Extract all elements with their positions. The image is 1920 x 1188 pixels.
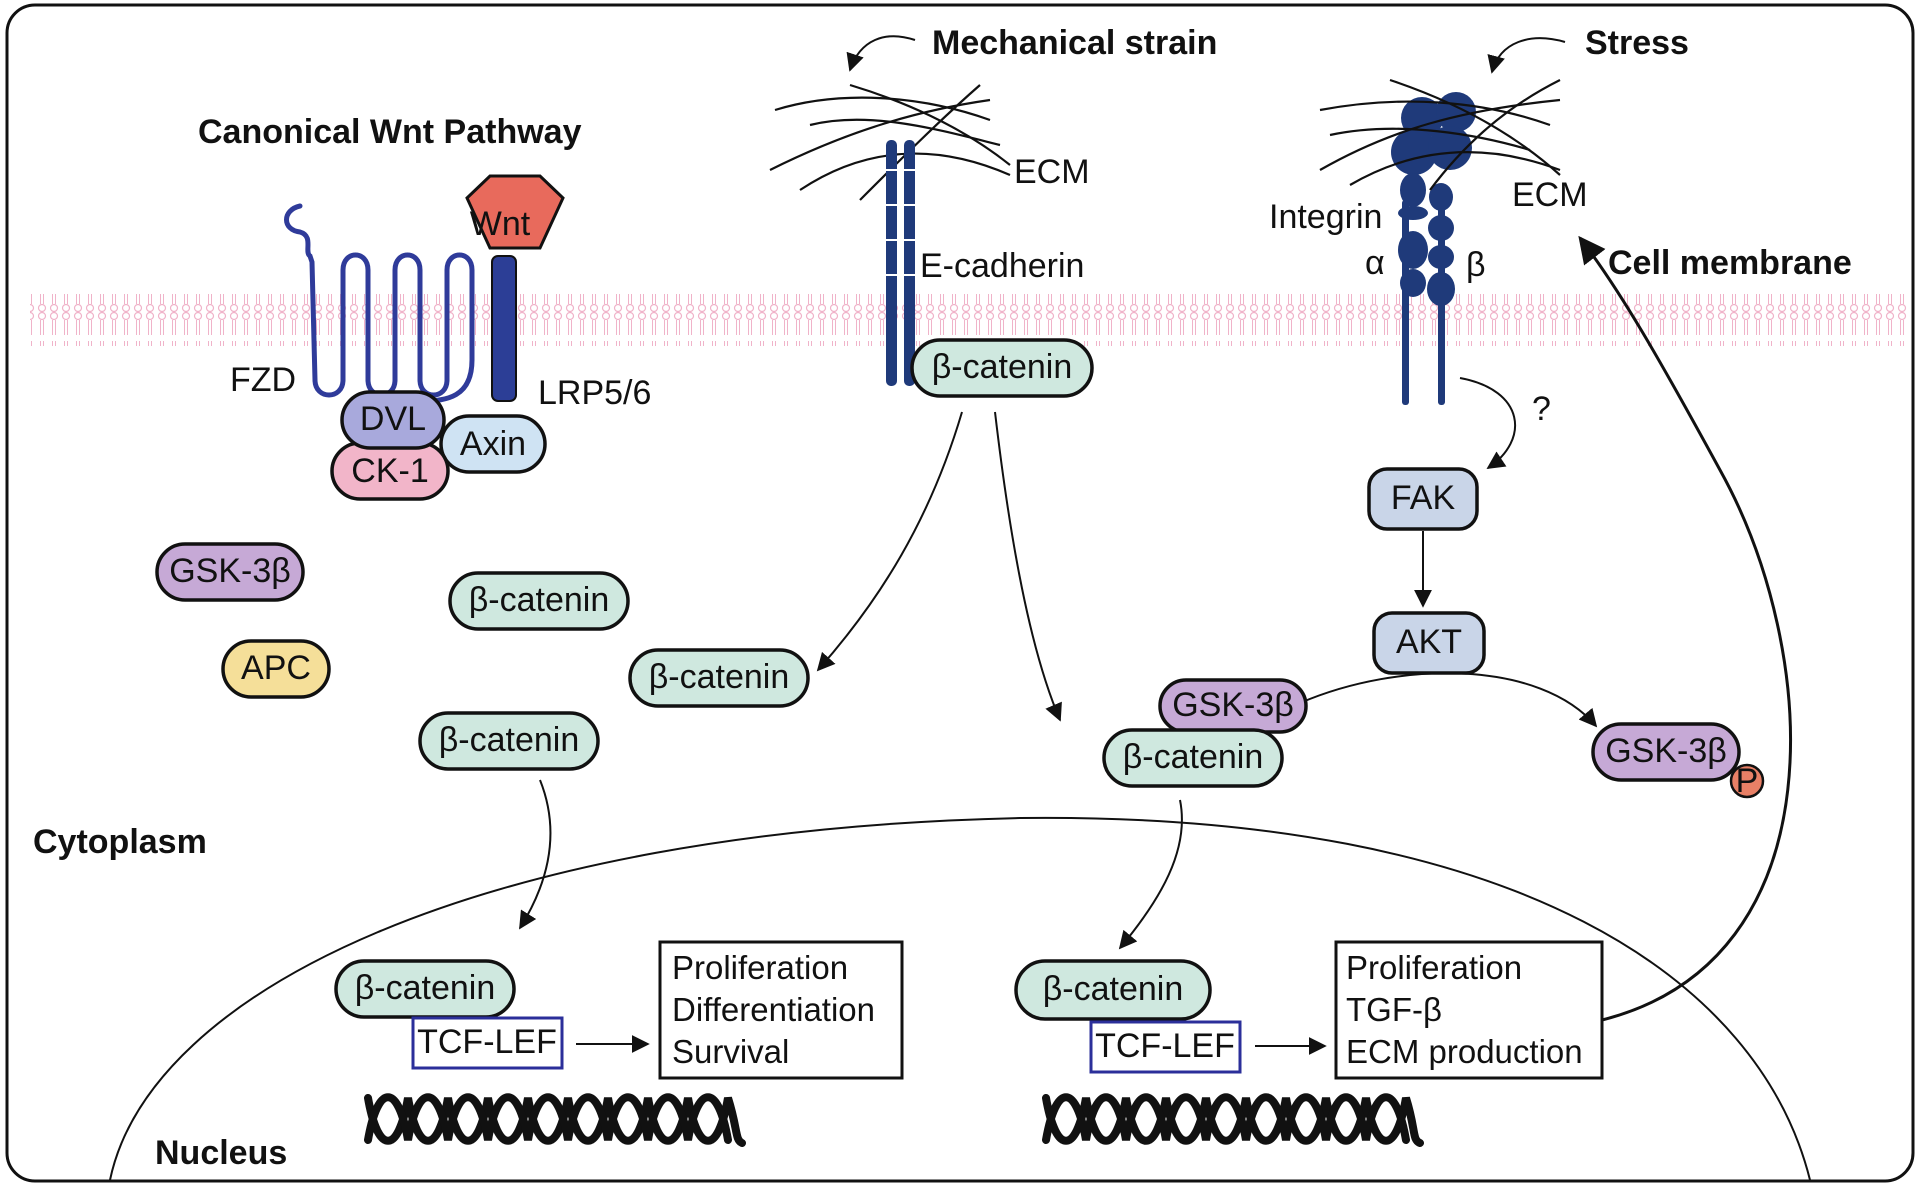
e-cadherin-label: E-cadherin — [920, 247, 1084, 285]
wnt-ligand-icon — [465, 174, 565, 250]
left-nuclear-import-arrow — [519, 779, 552, 930]
e-cadherin-icon — [883, 140, 918, 386]
dvl-protein — [340, 390, 446, 450]
cytoplasm-label: Cytoplasm — [33, 823, 207, 861]
outcome-right-2: TGF-β — [1346, 991, 1442, 1028]
unknown-link-label: ? — [1532, 390, 1551, 428]
outcome-box-right — [1334, 940, 1604, 1080]
outcome-box-left — [658, 940, 904, 1080]
stress-arrow — [1487, 37, 1566, 74]
tcf-lef-right-label: TCF-LEF — [1095, 1027, 1235, 1065]
outcome-left-3: Survival — [672, 1033, 789, 1070]
gsk3b-phosphorylated-protein — [1591, 722, 1741, 782]
tcf-lef-right — [1089, 1020, 1242, 1074]
integrin-alpha-label: α — [1365, 244, 1385, 282]
beta-catenin-free-label: β-catenin — [469, 581, 610, 619]
wnt-label: Wnt — [470, 205, 531, 243]
beta-catenin-left-lower-label: β-catenin — [439, 721, 580, 759]
stress-label: Stress — [1585, 24, 1689, 62]
integrin-label: Integrin — [1269, 198, 1382, 236]
beta-catenin-cadherin-label: β-catenin — [932, 348, 1073, 386]
outcome-right-1: Proliferation — [1346, 949, 1522, 986]
mechanical-strain-arrow — [846, 35, 916, 72]
gsk3b-label: GSK-3β — [169, 552, 291, 590]
akt-gsk-phosphorylation-arrow — [1299, 672, 1598, 728]
phosphate-label: P — [1736, 762, 1759, 800]
beta-catenin-free — [448, 571, 630, 631]
fzd-label: FZD — [230, 361, 296, 399]
gsk3b-complex-label: GSK-3β — [1172, 686, 1294, 724]
beta-catenin-nuclear-right — [1014, 959, 1212, 1021]
ecm-label-2: ECM — [1512, 176, 1588, 214]
ck1-label: CK-1 — [351, 452, 428, 490]
beta-catenin-nuclear-right-label: β-catenin — [1043, 970, 1184, 1008]
dna-helix-right-icon — [1042, 1093, 1424, 1147]
beta-catenin-cadherin — [910, 338, 1094, 398]
outcome-left-2: Differentiation — [672, 991, 875, 1028]
apc-protein — [221, 639, 331, 699]
tcf-lef-left — [411, 1016, 564, 1070]
ecm-feedback-arrow — [1578, 235, 1792, 1022]
dna-helix-left-icon — [364, 1093, 746, 1147]
integrin-fak-arrow — [1459, 377, 1516, 469]
gsk3b-phosphorylated-label: GSK-3β — [1605, 732, 1727, 770]
mechanical-strain-label: Mechanical strain — [932, 24, 1217, 62]
lrp-receptor-icon — [491, 255, 517, 402]
cadherin-complex-arrow — [994, 411, 1062, 722]
phosphate-icon — [1729, 763, 1765, 799]
outcome-right-3: ECM production — [1346, 1033, 1583, 1070]
beta-catenin-released-label: β-catenin — [649, 658, 790, 696]
canonical-pathway-title: Canonical Wnt Pathway — [198, 113, 582, 151]
akt-label: AKT — [1396, 623, 1462, 661]
gsk3b-protein — [155, 542, 305, 602]
fak-protein — [1367, 467, 1479, 531]
nucleus-outline — [109, 816, 1811, 1181]
right-nuclear-import-arrow — [1118, 799, 1183, 950]
outcome-left-1: Proliferation — [672, 949, 848, 986]
ecm-fibers-1 — [769, 83, 1011, 201]
beta-catenin-complex-label: β-catenin — [1123, 738, 1264, 776]
beta-catenin-nuclear-left-label: β-catenin — [355, 969, 496, 1007]
ecm-label-1: ECM — [1014, 153, 1090, 191]
beta-catenin-complex — [1102, 728, 1284, 788]
axin-label: Axin — [460, 425, 526, 463]
cell-boundary — [5, 3, 1915, 1183]
integrin-beta-label: β — [1466, 246, 1486, 284]
axin-protein — [439, 414, 547, 474]
beta-catenin-released — [628, 648, 810, 708]
dvl-label: DVL — [360, 400, 426, 438]
tcf-lef-left-label: TCF-LEF — [417, 1023, 557, 1061]
cadherin-release-arrow — [816, 411, 963, 672]
ecm-fibers-2 — [1319, 78, 1561, 191]
lrp-label: LRP5/6 — [538, 374, 651, 412]
fak-label: FAK — [1391, 479, 1456, 517]
integrin-icon — [1391, 92, 1476, 405]
cell-membrane-label: Cell membrane — [1608, 244, 1852, 282]
beta-catenin-left-lower — [418, 711, 600, 771]
apc-label: APC — [241, 649, 311, 687]
nucleus-label: Nucleus — [155, 1134, 287, 1172]
